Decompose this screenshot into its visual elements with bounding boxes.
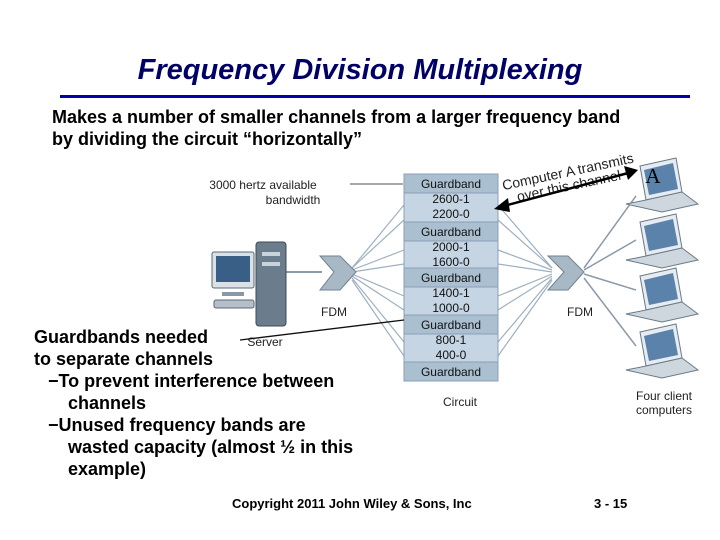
bandwidth-label-line-1: 3000 hertz available xyxy=(209,178,317,192)
callout-arrowhead-right xyxy=(624,166,638,180)
stack-label-1: 2600-1 xyxy=(432,192,470,206)
stack-label-11: 400-0 xyxy=(436,348,467,362)
guardband-note: Guardbands needed to separate channels −… xyxy=(34,326,364,480)
fdm-right-label: FDM xyxy=(567,305,593,319)
client-links xyxy=(583,195,637,347)
note-bullet-2: −Unused frequency bands are wasted capac… xyxy=(48,415,354,479)
fdm-right-shape xyxy=(546,255,585,291)
clients-label-line-2: computers xyxy=(636,403,692,417)
callout-arrow xyxy=(499,170,633,209)
copyright: Copyright 2011 John Wiley & Sons, Inc xyxy=(232,496,472,511)
stack-label-4: 2000-1 xyxy=(432,240,470,254)
note-line-1: Guardbands needed xyxy=(34,327,209,347)
fdm-left-label: FDM xyxy=(321,305,347,319)
server-icon xyxy=(211,241,322,327)
fdm-right: FDM xyxy=(546,255,593,319)
note-bullet-1: −To prevent interference between channel… xyxy=(48,371,335,413)
fdm-left-shape xyxy=(318,255,357,291)
guardband-1 xyxy=(403,173,499,194)
stack-label-3: Guardband xyxy=(421,225,481,239)
circuit-label: Circuit xyxy=(443,395,478,409)
guardband-4 xyxy=(403,314,499,335)
laptop-icon-3 xyxy=(625,267,700,323)
slide-title: Frequency Division Multiplexing xyxy=(137,54,583,86)
page-number: 3 - 15 xyxy=(594,496,628,511)
stack-label-9: Guardband xyxy=(421,318,481,332)
subtitle: Makes a number of smaller channels from … xyxy=(52,106,712,150)
guardband-3 xyxy=(403,267,499,288)
stack-label-6: Guardband xyxy=(421,271,481,285)
stack-label-10: 800-1 xyxy=(436,333,467,347)
stack-label-12: Guardband xyxy=(421,365,481,379)
stack-label-5: 1600-0 xyxy=(432,255,470,269)
title-underline xyxy=(60,95,690,98)
fdm-left: FDM xyxy=(318,255,357,319)
guardband-5 xyxy=(403,361,499,382)
subtitle-line-1: Makes a number of smaller channels from … xyxy=(52,107,621,127)
bandwidth-label-line-2: bandwidth xyxy=(266,193,321,207)
stack-label-0: Guardband xyxy=(421,177,481,191)
callout-arrowhead-left xyxy=(494,198,510,212)
subtitle-line-2: by dividing the circuit “horizontally” xyxy=(52,129,363,149)
channel-stack: Guardband 2600-1 2200-0 Guardband 2000-1… xyxy=(403,173,499,382)
laptop-icon-2 xyxy=(625,213,700,269)
stack-label-8: 1000-0 xyxy=(432,301,470,315)
stack-label-2: 2200-0 xyxy=(432,207,470,221)
callout-text: Computer A transmits over this channel xyxy=(501,150,635,205)
guardband-2 xyxy=(403,221,499,242)
note-line-2: to separate channels xyxy=(34,349,214,369)
channel-lines xyxy=(351,204,553,357)
clients-label-line-1: Four client xyxy=(636,389,693,403)
laptop-icon-4 xyxy=(625,323,700,379)
guardband-pointer xyxy=(239,319,405,341)
computer-a-label: A xyxy=(645,164,661,188)
stack-label-7: 1400-1 xyxy=(432,286,470,300)
laptop-icon-1 xyxy=(625,157,700,213)
